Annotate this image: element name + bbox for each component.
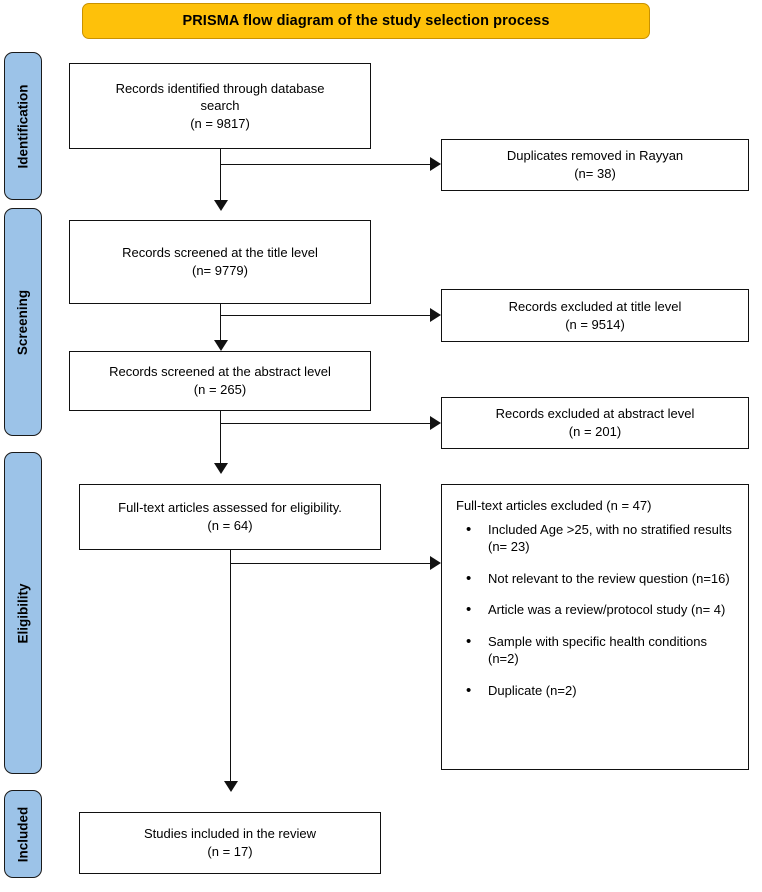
connector-hline-to-excluded-title (220, 315, 430, 316)
connector-arrow-to-excluded-title (430, 308, 441, 322)
box-fulltext-excluded: Full-text articles excluded (n = 47) • I… (441, 484, 749, 770)
bullet-icon: • (466, 632, 472, 650)
list-item: • Sample with specific health conditions… (466, 633, 736, 668)
connector-hline-to-duplicates (220, 164, 430, 165)
connector-arrow-abstract-to-fulltext (213, 463, 228, 474)
box-fulltext-assessed-line1: Full-text articles assessed for eligibil… (118, 500, 342, 516)
connector-vline-identified (220, 149, 221, 206)
list-item-label: Article was a review/protocol study (n= … (488, 602, 726, 618)
box-fulltext-assessed: Full-text articles assessed for eligibil… (79, 484, 381, 550)
diagram-title: PRISMA flow diagram of the study selecti… (82, 3, 650, 39)
box-screened-abstract-line1: Records screened at the abstract level (109, 364, 331, 380)
connector-arrow-to-fulltext-excluded (430, 556, 441, 570)
list-item-label: Duplicate (n=2) (488, 682, 577, 698)
box-excluded-abstract-line1: Records excluded at abstract level (495, 406, 695, 422)
box-records-identified-line3: (n = 9817) (190, 115, 250, 131)
connector-hline-to-fulltext-excluded (230, 563, 430, 564)
stage-label-included: Included (4, 790, 42, 878)
list-item: • Not relevant to the review question (n… (466, 570, 736, 588)
box-excluded-title-line2: (n = 9514) (565, 316, 625, 332)
bullet-icon: • (466, 569, 472, 587)
connector-vline-eligibility (230, 550, 231, 787)
connector-arrow-to-excluded-abstract (430, 416, 441, 430)
box-records-identified-line2: search (200, 98, 240, 114)
bullet-icon: • (466, 601, 472, 619)
box-excluded-title-line1: Records excluded at title level (508, 298, 682, 314)
box-excluded-title: Records excluded at title level (n = 951… (441, 289, 749, 342)
connector-vline-title (220, 304, 221, 346)
stage-label-included-text: Included (15, 806, 31, 862)
stage-label-eligibility-text: Eligibility (15, 582, 31, 644)
box-screened-abstract-line2: (n = 265) (193, 382, 247, 397)
stage-label-identification: Identification (4, 52, 42, 200)
list-item-label: Included Age >25, with no stratified res… (488, 521, 732, 555)
bullet-icon: • (466, 520, 472, 538)
box-screened-title: Records screened at the title level (n= … (69, 220, 371, 304)
box-studies-included: Studies included in the review (n = 17) (79, 812, 381, 874)
box-screened-abstract: Records screened at the abstract level (… (69, 351, 371, 411)
box-excluded-abstract: Records excluded at abstract level (n = … (441, 397, 749, 449)
connector-vline-abstract (220, 411, 221, 469)
box-duplicates-removed-line2: (n= 38) (574, 166, 616, 181)
list-item: • Included Age >25, with no stratified r… (466, 521, 736, 556)
box-records-identified: Records identified through database sear… (69, 63, 371, 149)
bullet-icon: • (466, 681, 472, 699)
connector-arrow-fulltext-to-included (223, 781, 238, 792)
list-item-label: Not relevant to the review question (n=1… (488, 570, 730, 586)
box-fulltext-excluded-heading: Full-text articles excluded (n = 47) (456, 498, 652, 513)
box-records-identified-line1: Records identified through database (115, 80, 325, 96)
box-screened-title-line2: (n= 9779) (191, 263, 248, 278)
fulltext-excluded-list: • Included Age >25, with no stratified r… (454, 521, 736, 700)
list-item: • Article was a review/protocol study (n… (466, 601, 736, 619)
connector-arrow-title-to-abstract (213, 340, 228, 351)
connector-arrow-identified-to-title (213, 200, 228, 211)
box-studies-included-line2: (n = 17) (207, 844, 253, 859)
list-item: • Duplicate (n=2) (466, 682, 736, 700)
box-duplicates-removed: Duplicates removed in Rayyan (n= 38) (441, 139, 749, 191)
box-fulltext-assessed-line2: (n = 64) (207, 518, 253, 533)
box-duplicates-removed-line1: Duplicates removed in Rayyan (506, 148, 684, 164)
stage-label-screening-text: Screening (15, 289, 31, 355)
box-screened-title-line1: Records screened at the title level (122, 245, 318, 261)
connector-arrow-to-duplicates (430, 157, 441, 171)
connector-hline-to-excluded-abstract (220, 423, 430, 424)
stage-label-identification-text: Identification (15, 84, 31, 168)
stage-label-eligibility: Eligibility (4, 452, 42, 774)
list-item-label: Sample with specific health conditions (… (488, 633, 707, 667)
box-excluded-abstract-line2: (n = 201) (568, 424, 622, 439)
stage-label-screening: Screening (4, 208, 42, 436)
box-studies-included-line1: Studies included in the review (144, 826, 316, 842)
